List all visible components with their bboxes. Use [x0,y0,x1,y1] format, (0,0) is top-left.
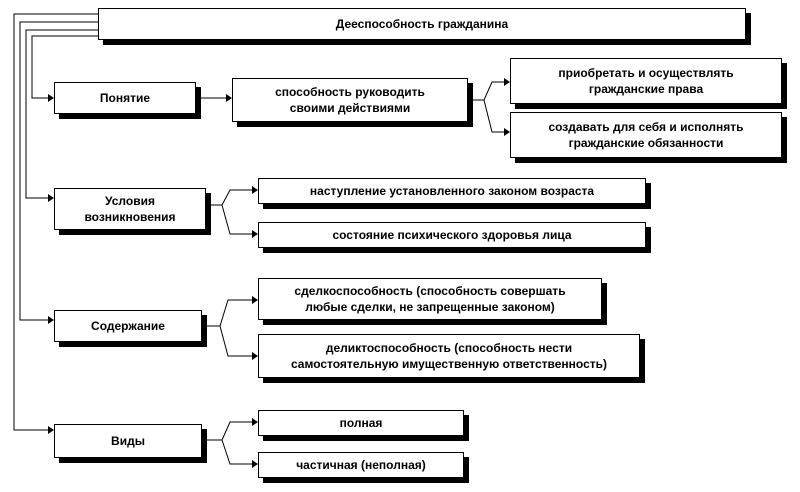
connector-types-full [202,421,252,441]
connector-root-to-types [13,13,98,431]
concept-middle-label: способность руководить своими действиями [275,85,425,115]
category-label: Виды [111,434,145,448]
arrowhead [252,296,258,304]
connector-conditions-health [206,204,252,235]
category-conditions: Условия возникновения [54,188,206,230]
connector-root-to-conditions [25,29,98,199]
arrowhead [252,230,258,238]
concept-rights-box: приобретать и осуществлять гражданские п… [510,58,782,104]
arrowhead [226,94,232,102]
category-types: Виды [54,424,202,458]
arrowhead [48,194,54,202]
arrowhead [252,418,258,426]
connector-root-to-content [19,21,98,321]
arrowhead [504,78,510,86]
category-concept: Понятие [54,82,196,114]
category-content: Содержание [54,310,202,342]
concept-rights-label: приобретать и осуществлять гражданские п… [558,66,734,96]
arrowhead [252,186,258,194]
concept-duties-label: создавать для себя и исполнять гражданск… [548,120,744,150]
type-label: полная [339,416,383,430]
connector-root-to-concept [31,35,98,99]
condition-health-box: состояние психического здоровья лица [258,222,646,248]
connector-content-deals [202,299,252,327]
content-deals-box: сделкоспособность (способность совершать… [258,278,602,320]
root-box: Дееспособность гражданина [98,8,746,40]
connector-types-partial [202,439,252,465]
condition-label: состояние психического здоровья лица [332,228,572,242]
connector-conditions-age [206,189,252,206]
category-label: Содержание [91,319,165,333]
connector-content-delicts [202,325,252,357]
content-label: сделкоспособность (способность совершать… [294,284,566,314]
condition-label: наступление установленного законом возра… [309,184,595,198]
condition-age-box: наступление установленного законом возра… [258,178,646,204]
type-full-box: полная [258,410,464,436]
connector-middle-rights [468,81,504,101]
concept-duties-box: создавать для себя и исполнять гражданск… [510,112,782,158]
concept-middle-box: способность руководить своими действиями [232,78,468,122]
root-label: Дееспособность гражданина [335,17,509,31]
category-label: Понятие [99,91,151,105]
arrowhead [252,352,258,360]
category-label: Условия возникновения [84,194,176,224]
arrowhead [252,460,258,468]
content-delicts-box: деликтоспособность (способность нести са… [258,334,640,378]
type-partial-box: частичная (неполная) [258,452,464,478]
content-label: деликтоспособность (способность нести са… [290,341,607,371]
type-label: частичная (неполная) [296,458,426,472]
arrowhead [48,426,54,434]
arrowhead [48,316,54,324]
arrowhead [504,128,510,136]
connector-middle-duties [468,99,504,133]
arrowhead [48,94,54,102]
